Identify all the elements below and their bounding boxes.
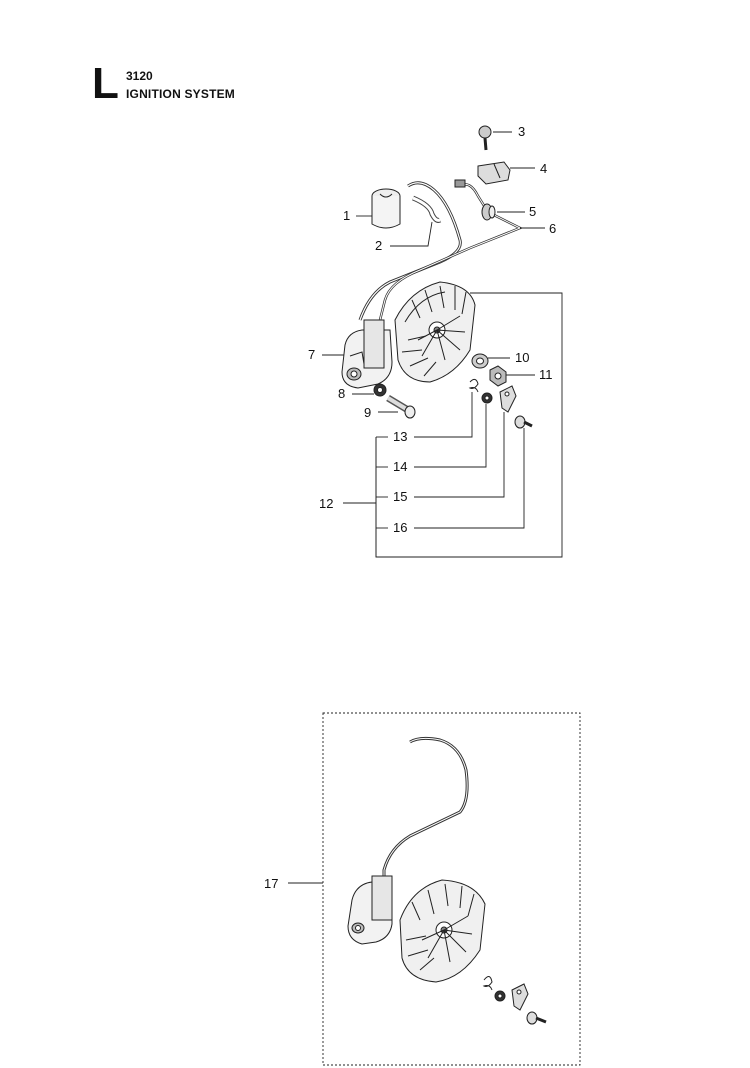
washer-part-10 xyxy=(471,353,489,369)
bolt-part-9 xyxy=(386,394,416,419)
kit-17-box xyxy=(322,712,581,1066)
callout-11: 11 xyxy=(539,367,553,382)
section-letter: L xyxy=(92,59,119,108)
callout-12: 12 xyxy=(319,496,333,511)
callout-7: 7 xyxy=(308,347,315,362)
callout-16: 16 xyxy=(393,520,407,535)
callout-17: 17 xyxy=(264,876,278,891)
callout-14: 14 xyxy=(393,459,407,474)
pawl-kit xyxy=(511,983,529,1011)
spring-part-13 xyxy=(468,378,479,393)
ignition-module-kit xyxy=(347,875,393,945)
flywheel xyxy=(394,281,476,383)
callout-6: 6 xyxy=(549,221,556,236)
spring-kit xyxy=(482,976,493,991)
washer-kit xyxy=(494,990,506,1002)
callout-9: 9 xyxy=(364,405,371,420)
ignition-module-part-7 xyxy=(341,319,393,389)
callout-10: 10 xyxy=(515,350,529,365)
grommet-part-5 xyxy=(481,203,496,221)
clip-part-4 xyxy=(477,161,511,185)
model-number: 3120 xyxy=(126,69,153,83)
section-title: IGNITION SYSTEM xyxy=(126,87,236,101)
ignition-lead xyxy=(358,181,462,321)
cable-part-6 xyxy=(378,179,524,321)
hose-part-2-inner xyxy=(412,196,441,222)
callout-15: 15 xyxy=(393,489,407,504)
flywheel-kit xyxy=(399,879,486,983)
nut-part-11 xyxy=(489,365,507,387)
callout-4: 4 xyxy=(540,161,547,176)
callout-2: 2 xyxy=(375,238,382,253)
washer-part-8 xyxy=(373,383,387,397)
washer-part-14 xyxy=(481,392,493,404)
screw-kit xyxy=(526,1011,547,1025)
leader-lines xyxy=(322,131,563,558)
screw-part-3 xyxy=(478,125,492,151)
callout-1: 1 xyxy=(343,208,350,223)
screw-part-16 xyxy=(514,415,533,429)
callout-5: 5 xyxy=(529,204,536,219)
spark-plug-cap-part-1 xyxy=(371,188,401,229)
pawl-part-15 xyxy=(499,385,517,413)
callout-labels: 1 2 3 4 5 6 7 8 9 10 11 12 13 14 15 16 1… xyxy=(264,124,556,891)
callout-13: 13 xyxy=(393,429,407,444)
callout-8: 8 xyxy=(338,386,345,401)
callout-3: 3 xyxy=(518,124,525,139)
ignition-lead-kit xyxy=(382,736,469,880)
